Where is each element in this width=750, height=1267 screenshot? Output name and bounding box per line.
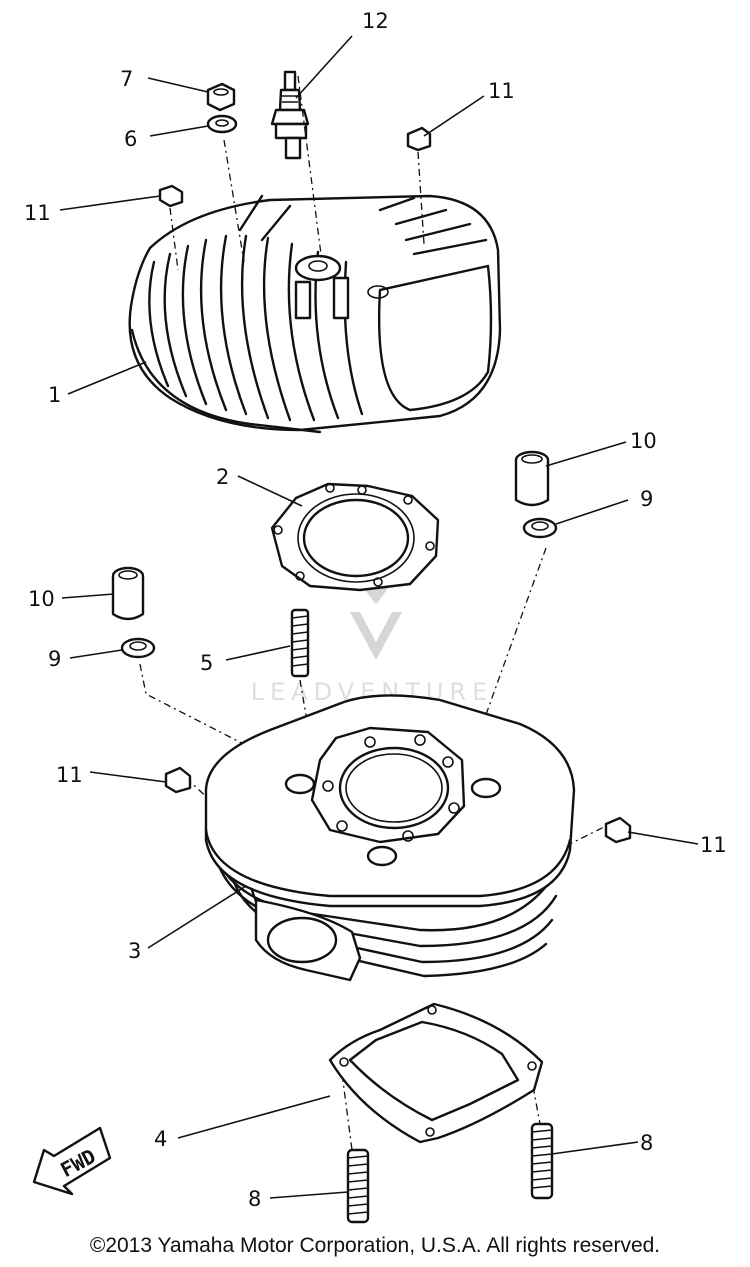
callout-8-left: 8 bbox=[248, 1187, 261, 1211]
callout-1: 1 bbox=[48, 383, 61, 407]
cylinder-head bbox=[128, 194, 502, 434]
dowel-pin-lower-left bbox=[164, 766, 192, 794]
callout-6: 6 bbox=[124, 127, 137, 151]
washer-left bbox=[120, 637, 156, 659]
cylinder-base-gasket bbox=[328, 1002, 544, 1144]
callout-9-right: 9 bbox=[640, 487, 653, 511]
cap-nut bbox=[206, 82, 236, 112]
callout-11-top-right: 11 bbox=[488, 79, 515, 103]
stud-bolt bbox=[290, 608, 310, 678]
callout-3: 3 bbox=[128, 939, 141, 963]
stud-bolt-left bbox=[346, 1148, 370, 1224]
cylinder bbox=[204, 694, 576, 982]
callout-numbers: 12 7 6 11 11 1 2 10 9 10 9 5 11 11 3 4 8… bbox=[24, 9, 727, 1211]
dowel-pin-top-left bbox=[158, 184, 184, 208]
callout-9-left: 9 bbox=[48, 647, 61, 671]
dowel-pin-lower-right bbox=[604, 816, 632, 844]
washer bbox=[206, 114, 238, 134]
watermark-logo: LEADVENTURE bbox=[251, 579, 487, 706]
callout-12: 12 bbox=[362, 9, 389, 33]
callout-11-lower-left: 11 bbox=[56, 763, 83, 787]
fwd-arrow: FWD bbox=[32, 1126, 112, 1196]
callout-10-right: 10 bbox=[630, 429, 657, 453]
callout-2: 2 bbox=[216, 465, 229, 489]
copyright-notice: ©2013 Yamaha Motor Corporation, U.S.A. A… bbox=[89, 1234, 661, 1257]
callout-5: 5 bbox=[200, 651, 213, 675]
callout-11-lower-right: 11 bbox=[700, 833, 727, 857]
cylinder-head-gasket bbox=[270, 482, 440, 592]
callout-4: 4 bbox=[154, 1127, 167, 1151]
callout-10-left: 10 bbox=[28, 587, 55, 611]
plug-bolt-right bbox=[514, 450, 550, 507]
leader-lines bbox=[59, 35, 699, 1199]
callout-8-right: 8 bbox=[640, 1131, 653, 1155]
spark-plug bbox=[270, 70, 310, 160]
callout-7: 7 bbox=[120, 67, 133, 91]
callout-11-top-left: 11 bbox=[24, 201, 51, 225]
dowel-pin-top-right bbox=[406, 126, 432, 152]
washer-right bbox=[522, 517, 558, 539]
stud-bolt-right bbox=[530, 1122, 554, 1200]
plug-bolt-left bbox=[111, 566, 145, 621]
